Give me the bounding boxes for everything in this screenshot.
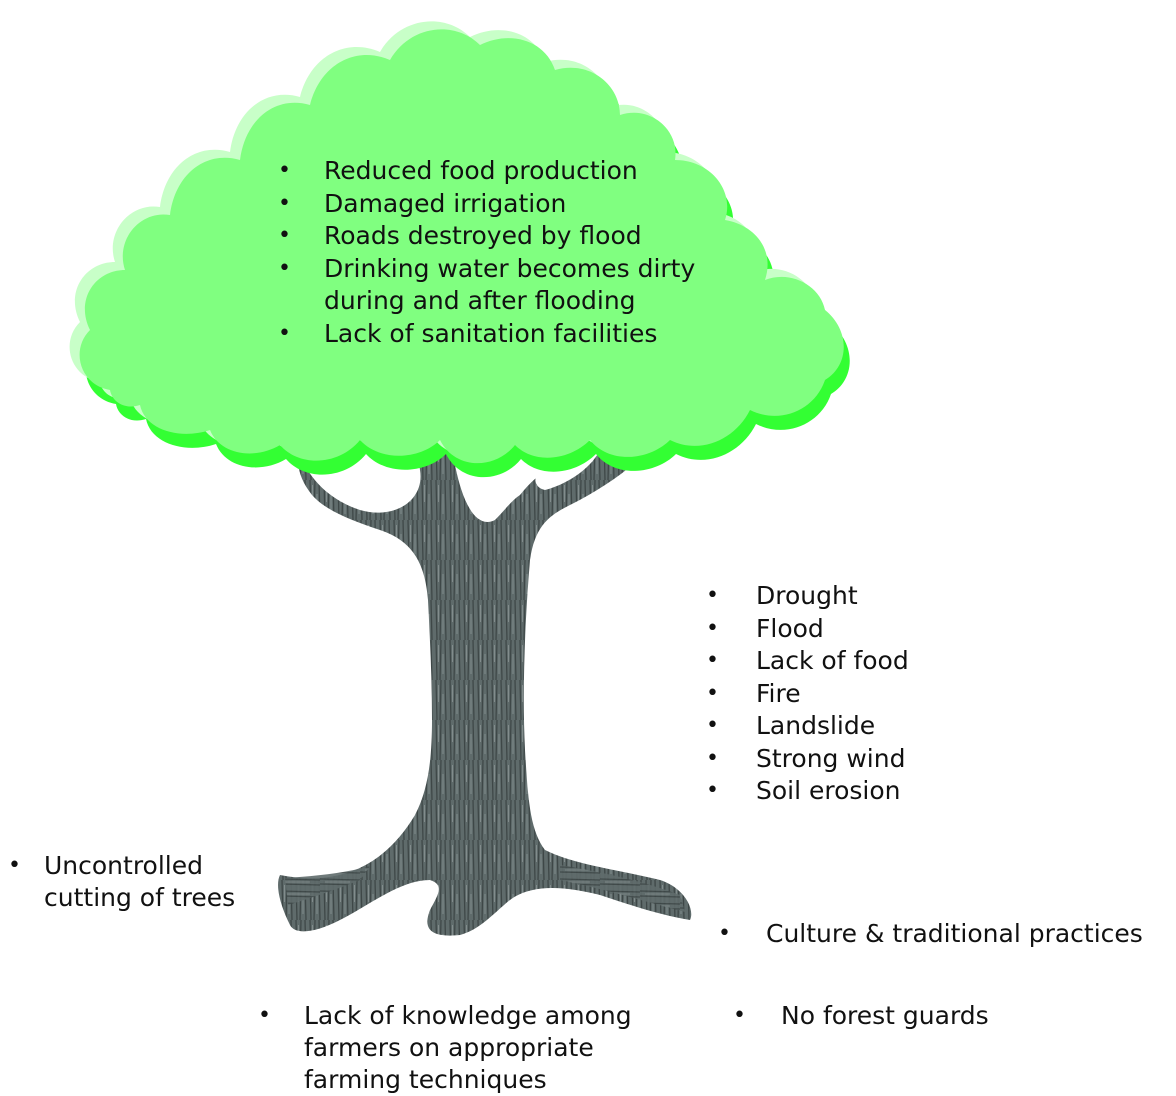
crown-item: Drinking water becomes dirty [278, 253, 695, 286]
bullet-dot: • [8, 853, 21, 878]
root-label-line: farming techniques [304, 1065, 547, 1094]
trunk-item: Soil erosion [706, 775, 909, 808]
trunk-item: Drought [706, 580, 909, 613]
root-label-line: No forest guards [781, 1001, 989, 1030]
crown-item-continuation: during and after flooding [324, 286, 636, 315]
bullet-dot: • [733, 1003, 746, 1028]
trunk-item: Lack of food [706, 645, 909, 678]
trunk-item: Strong wind [706, 743, 909, 776]
bullet-dot: • [718, 921, 731, 946]
root-label-line: Lack of knowledge among [304, 1001, 632, 1030]
crown-item: Roads destroyed by flood [278, 220, 695, 253]
root-label-line: Uncontrolled [44, 851, 203, 880]
root-label-line: cutting of trees [44, 883, 236, 912]
crown-item: Damaged irrigation [278, 188, 695, 221]
trunk-item: Flood [706, 613, 909, 646]
trunk-item: Fire [706, 678, 909, 711]
trunk-causes-list: Drought Flood Lack of food Fire Landslid… [706, 580, 909, 808]
root-label-line: farmers on appropriate [304, 1033, 594, 1062]
bullet-dot: • [258, 1003, 271, 1028]
root-label-line: Culture & traditional practices [766, 919, 1143, 948]
crown-effects-list: Reduced food production Damaged irrigati… [278, 155, 695, 350]
trunk-item: Landslide [706, 710, 909, 743]
crown-item: Reduced food production [278, 155, 695, 188]
crown-item: Lack of sanitation facilities [278, 318, 695, 351]
